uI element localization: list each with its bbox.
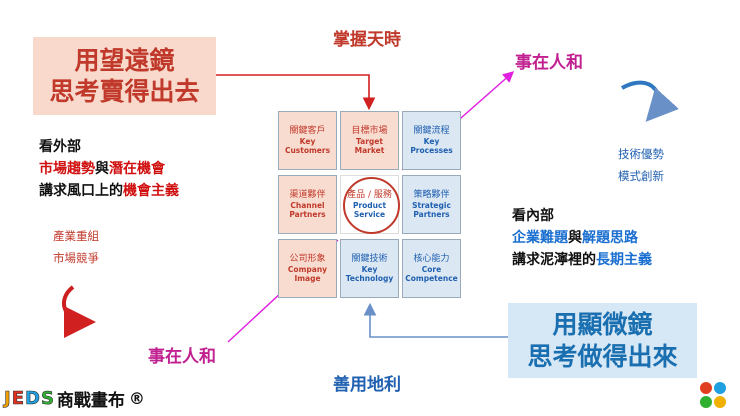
telescope-line-2: 思考賣得出去 xyxy=(49,77,200,106)
right-small: 技術優勢 模式創新 xyxy=(618,143,664,187)
label-bottom-left: 事在人和 xyxy=(148,347,216,367)
brand-logo-letter: D xyxy=(25,388,41,410)
telescope-arrow xyxy=(216,74,376,111)
puzzle-emblem-icon xyxy=(700,382,726,408)
label-top-right: 事在人和 xyxy=(515,53,583,73)
right-block-title: 看內部 xyxy=(512,208,554,224)
telescope-line-1: 用望遠鏡 xyxy=(74,45,175,75)
cycle-arrow-bottom-left xyxy=(62,285,96,338)
right-block-line-3: 講求泥濘裡的長期主義 xyxy=(512,252,652,268)
brand-logo-letter: J xyxy=(4,388,12,410)
cell-product-service: 產品 / 服務 Product Service xyxy=(340,175,400,234)
right-small-2: 模式創新 xyxy=(618,169,664,183)
cycle-arrow-top-right xyxy=(621,80,679,122)
brand-text: 商戰畫布 xyxy=(56,391,125,411)
microscope-callout: 用顯微鏡 思考做得出來 xyxy=(508,303,697,378)
right-small-1: 技術優勢 xyxy=(618,147,664,161)
right-block: 看內部 企業難題與解題思路 講求泥濘裡的長期主義 xyxy=(512,205,652,271)
left-block-title: 看外部 xyxy=(39,139,81,155)
label-top: 掌握天時 xyxy=(333,30,401,50)
brand-logo-letter: E xyxy=(11,388,25,410)
left-block-line-3: 講求風口上的機會主義 xyxy=(39,183,179,199)
microscope-line-1: 用顯微鏡 xyxy=(552,310,653,340)
brand: JEDS 商戰畫布 ® xyxy=(4,386,145,411)
brand-registered-mark: ® xyxy=(128,389,145,408)
microscope-line-2: 思考做得出來 xyxy=(527,341,678,371)
brand-logo-letter: S xyxy=(40,388,55,410)
right-block-line-2: 企業難題與解題思路 xyxy=(512,230,638,246)
label-bottom: 善用地利 xyxy=(333,375,401,395)
center-circle xyxy=(343,177,400,234)
left-block-line-2: 市場趨勢與潛在機會 xyxy=(39,161,165,177)
telescope-callout: 用望遠鏡 思考賣得出去 xyxy=(33,37,216,115)
microscope-arrow xyxy=(363,302,508,338)
left-block: 看外部 市場趨勢與潛在機會 講求風口上的機會主義 xyxy=(39,136,179,202)
brand-logo: JEDS xyxy=(4,388,55,410)
left-small: 產業重組 市場競爭 xyxy=(53,229,99,265)
